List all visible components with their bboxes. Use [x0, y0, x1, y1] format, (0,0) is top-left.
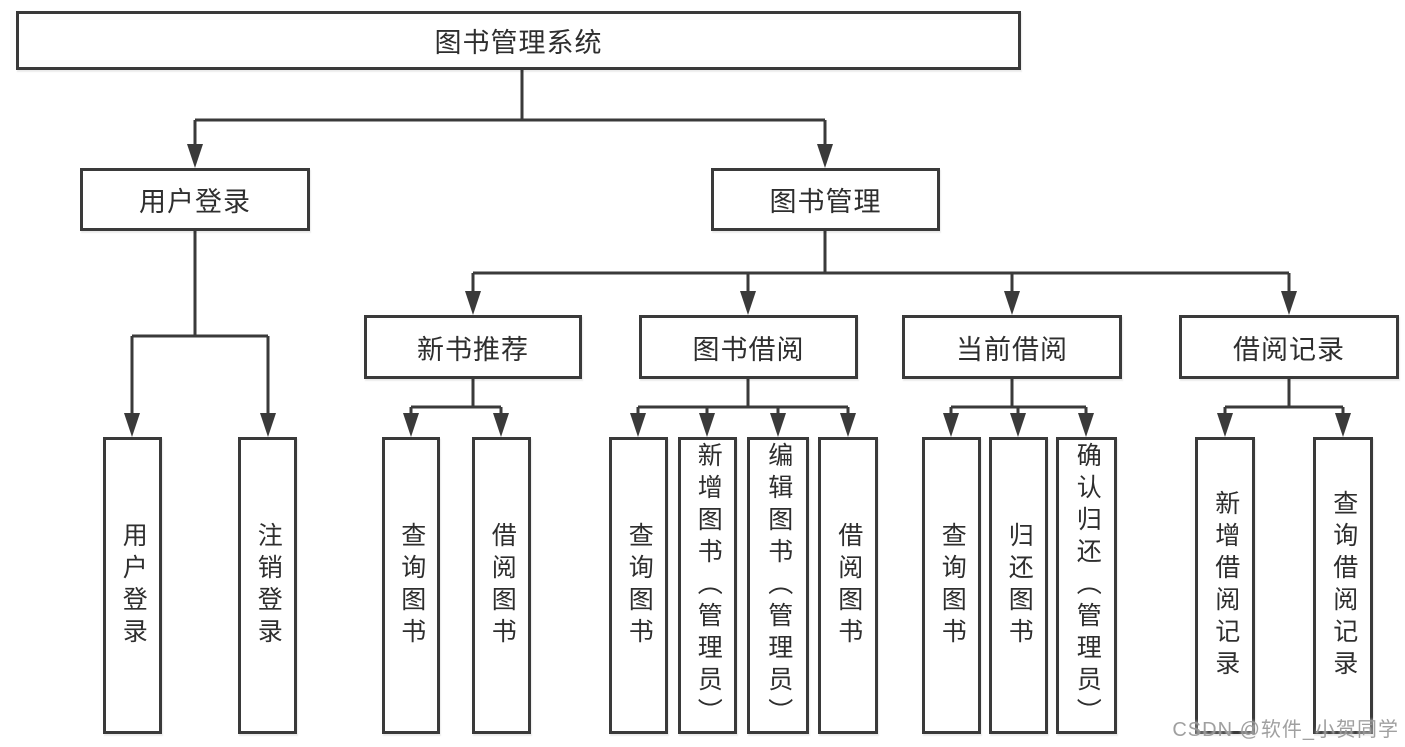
- leaf-label: 查询借阅记录: [1329, 489, 1358, 682]
- leaf-edit-book-admin: 编辑图书（管理员）: [747, 437, 809, 734]
- leaf-borrow-books: 借阅图书: [472, 437, 531, 734]
- leaf-query-books: 查询图书: [382, 437, 440, 734]
- leaf-confirm-return-admin: 确认归还（管理员）: [1056, 437, 1117, 734]
- node-new-book-recommendation: 新书推荐: [364, 315, 582, 379]
- leaf-add-book-admin: 新增图书（管理员）: [678, 437, 737, 734]
- node-current-borrowing: 当前借阅: [902, 315, 1122, 379]
- leaf-label: 查询图书: [625, 521, 654, 650]
- leaf-query-books: 查询图书: [922, 437, 981, 734]
- node-label: 图书管理系统: [434, 28, 603, 58]
- node-label: 借阅记录: [1233, 334, 1345, 365]
- node-user-login: 用户登录: [80, 168, 310, 231]
- leaf-return-book: 归还图书: [989, 437, 1048, 734]
- node-label: 新书推荐: [417, 334, 529, 365]
- leaf-label: 借阅图书: [488, 521, 517, 650]
- node-label: 当前借阅: [956, 334, 1068, 365]
- leaf-query-books: 查询图书: [609, 437, 668, 734]
- leaf-label: 新增图书（管理员）: [694, 441, 723, 730]
- node-book-borrowing: 图书借阅: [639, 315, 858, 379]
- node-label: 用户登录: [139, 187, 251, 217]
- leaf-logout: 注销登录: [238, 437, 297, 734]
- leaf-label: 用户登录: [119, 521, 148, 650]
- node-label: 图书管理: [769, 187, 882, 217]
- leaf-label: 编辑图书（管理员）: [764, 441, 793, 730]
- leaf-label: 归还图书: [1005, 521, 1034, 650]
- leaf-query-borrow-record: 查询借阅记录: [1313, 437, 1373, 734]
- leaf-label: 确认归还（管理员）: [1073, 441, 1102, 730]
- node-borrowing-records: 借阅记录: [1179, 315, 1399, 379]
- leaf-borrow-books: 借阅图书: [818, 437, 878, 734]
- node-library-management-system: 图书管理系统: [16, 11, 1021, 70]
- csdn-watermark: CSDN @软件_小贺同学: [1172, 719, 1399, 741]
- leaf-label: 注销登录: [254, 521, 283, 650]
- leaf-label: 借阅图书: [834, 521, 863, 650]
- leaf-add-borrow-record: 新增借阅记录: [1195, 437, 1255, 734]
- node-book-management: 图书管理: [711, 168, 940, 231]
- leaf-label: 查询图书: [938, 521, 967, 650]
- node-label: 图书借阅: [692, 334, 805, 365]
- leaf-user-login: 用户登录: [103, 437, 162, 734]
- leaf-label: 新增借阅记录: [1211, 489, 1240, 682]
- leaf-label: 查询图书: [397, 521, 426, 650]
